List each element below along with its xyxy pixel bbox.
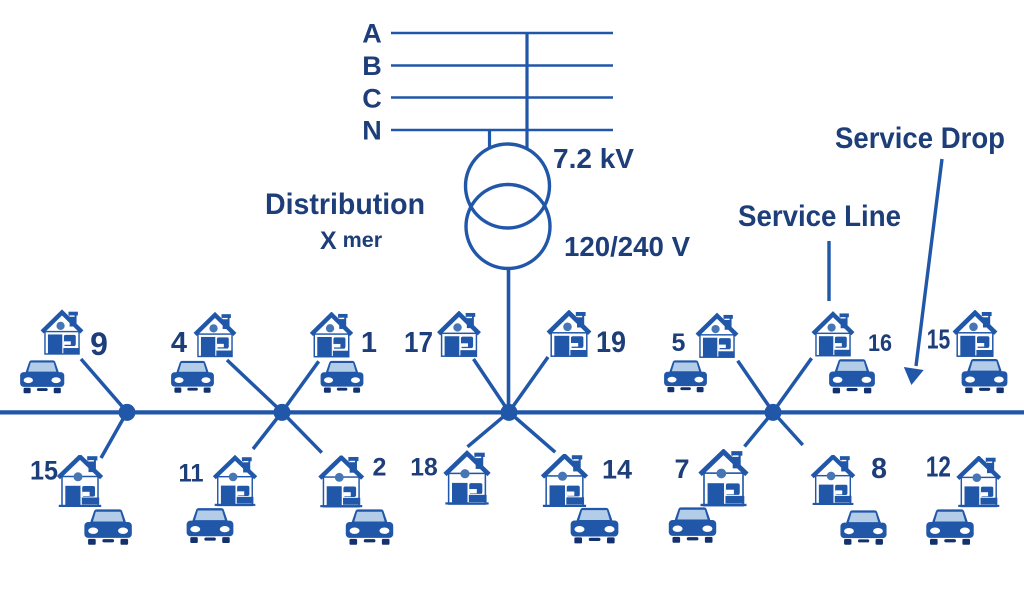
- svg-text:15: 15: [30, 456, 58, 486]
- svg-text:15: 15: [927, 324, 951, 355]
- svg-text:7.2 kV: 7.2 kV: [553, 143, 634, 174]
- svg-text:19: 19: [596, 326, 626, 359]
- svg-text:16: 16: [868, 330, 892, 357]
- svg-text:A: A: [362, 19, 382, 49]
- svg-text:Distribution: Distribution: [265, 188, 425, 221]
- svg-text:N: N: [362, 116, 382, 146]
- svg-text:11: 11: [179, 460, 204, 488]
- svg-text:Service Drop: Service Drop: [835, 122, 1005, 155]
- svg-text:X mer: X mer: [320, 227, 383, 255]
- svg-text:7: 7: [674, 454, 689, 484]
- svg-text:17: 17: [404, 327, 433, 359]
- svg-text:Service Line: Service Line: [738, 200, 901, 233]
- svg-text:8: 8: [871, 453, 887, 485]
- svg-text:120/240 V: 120/240 V: [564, 231, 690, 262]
- svg-text:14: 14: [602, 455, 632, 485]
- svg-text:2: 2: [373, 454, 387, 482]
- svg-text:4: 4: [171, 327, 187, 359]
- svg-text:18: 18: [410, 454, 438, 482]
- svg-text:12: 12: [926, 452, 951, 484]
- svg-text:5: 5: [672, 329, 686, 357]
- svg-text:9: 9: [90, 326, 108, 362]
- svg-text:C: C: [362, 84, 382, 114]
- svg-text:B: B: [362, 51, 382, 81]
- svg-text:1: 1: [361, 327, 377, 359]
